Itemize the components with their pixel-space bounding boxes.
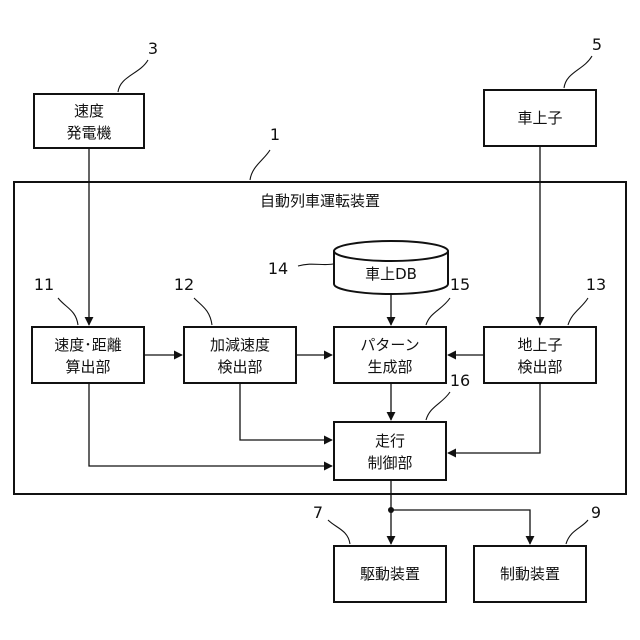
pattern-gen-label-2: 生成部 [367,358,412,376]
brake-device-label: 制動装置 [500,565,560,583]
accel-detect-ref: 12 [174,275,194,294]
onboard-db-ref: 14 [268,259,288,278]
speed-generator-block: 速度 発電機 [34,94,144,148]
pattern-gen-label-1: パターン [360,336,419,354]
system-ref: 1 [270,125,280,144]
ground-unit-detect-block: 地上子 検出部 [484,327,596,383]
pattern-gen-ref-leader [426,298,450,325]
branch-junction-dot [388,507,394,513]
run-control-ref-leader [426,392,450,420]
onboard-unit-label: 車上子 [517,109,562,127]
ground-unit-detect-label-2: 検出部 [517,358,562,376]
speed-distance-calc-label-1: 速度･距離 [54,336,122,354]
pattern-gen-ref: 15 [450,275,470,294]
speed-generator-ref: 3 [148,39,158,58]
speed-distance-calc-label-2: 算出部 [65,358,110,376]
arrow-accel-to-control [240,383,332,440]
pattern-gen-block: パターン 生成部 [334,327,446,383]
system-ref-leader [250,150,270,180]
onboard-db-ref-leader [298,264,333,266]
brake-device-block: 制動装置 [474,546,586,602]
onboard-unit-ref-leader [564,56,592,88]
accel-detect-block: 加減速度 検出部 [184,327,296,383]
speed-generator-label-1: 速度 [74,102,104,120]
system-title: 自動列車運転装置 [260,192,380,210]
brake-device-ref: 9 [591,503,601,522]
onboard-unit-block: 車上子 [484,90,596,146]
speed-generator-ref-leader [118,60,148,92]
run-control-block: 走行 制御部 [334,422,446,480]
drive-device-block: 駆動装置 [334,546,446,602]
ground-unit-detect-ref-leader [568,298,588,325]
ground-unit-detect-label-1: 地上子 [517,336,562,354]
run-control-label-2: 制御部 [367,454,412,472]
drive-device-ref: 7 [313,503,323,522]
drive-device-label: 駆動装置 [360,565,420,583]
accel-detect-ref-leader [194,298,212,325]
speed-generator-label-2: 発電機 [66,124,111,142]
arrow-calc-to-control [89,383,332,466]
run-control-ref: 16 [450,371,470,390]
accel-detect-label-2: 検出部 [217,358,262,376]
accel-detect-label-1: 加減速度 [210,336,270,354]
drive-device-ref-leader [328,520,350,544]
arrow-control-to-brake [391,510,530,544]
onboard-db-top [334,241,448,261]
arrow-ground-detect-to-control [448,383,540,453]
onboard-db-cylinder: 車上DB [334,241,448,294]
brake-device-ref-leader [566,520,588,544]
speed-distance-calc-ref-leader [58,298,78,325]
onboard-unit-ref: 5 [592,35,602,54]
speed-distance-calc-ref: 11 [34,275,54,294]
onboard-db-label: 車上DB [365,265,417,283]
run-control-label-1: 走行 [375,432,405,450]
ground-unit-detect-ref: 13 [586,275,606,294]
speed-distance-calc-block: 速度･距離 算出部 [32,327,144,383]
